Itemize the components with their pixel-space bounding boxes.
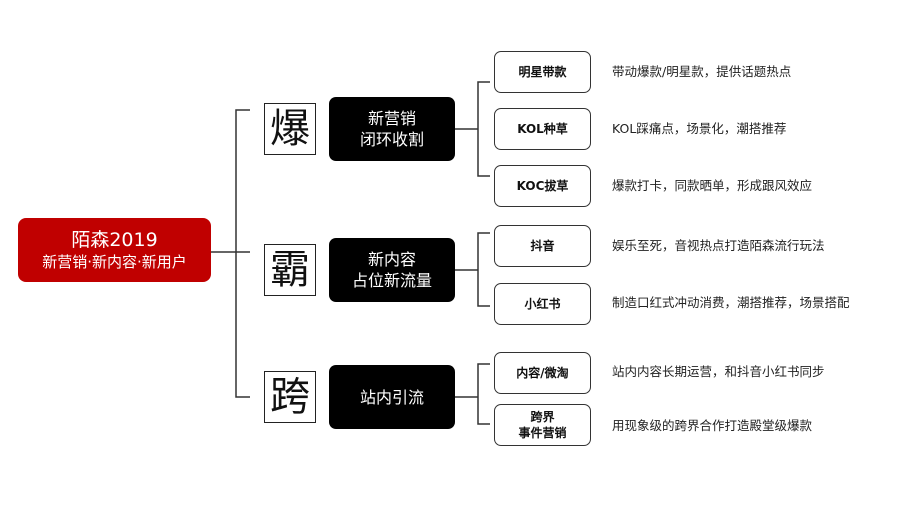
main-bracket (235, 109, 250, 398)
category-node: 新内容 占位新流量 (329, 238, 455, 302)
leaf-node: 跨界 事件营销 (494, 404, 591, 446)
leaf-label: 抖音 (530, 239, 555, 253)
category-node: 站内引流 (329, 365, 455, 429)
leaf-node: KOL种草 (494, 108, 591, 150)
leaf-label: 跨界 (530, 410, 555, 424)
root-subtitle: 新营销·新内容·新用户 (42, 253, 187, 271)
leaf-node: 明星带款 (494, 51, 591, 93)
leaf-description: KOL踩痛点，场景化，潮搭推荐 (612, 121, 787, 136)
branch-2-bracket (477, 232, 490, 307)
leaf-label: KOC拔草 (516, 179, 569, 193)
category-line: 新营销 (367, 109, 416, 128)
leaf-description: 爆款打卡，同款晒单，形成跟风效应 (612, 178, 813, 193)
char-box-kua: 跨 (264, 371, 316, 423)
leaf-description: 制造口红式冲动消费，潮搭推荐，场景搭配 (612, 295, 850, 310)
root-title: 陌森2019 (71, 229, 158, 251)
branch-3-bracket (477, 363, 490, 425)
leaf-description: 站内内容长期运营，和抖音小红书同步 (612, 364, 825, 379)
leaf-description: 娱乐至死，音视热点打造陌森流行玩法 (612, 238, 825, 253)
leaf-node: 内容/微淘 (494, 352, 591, 394)
leaf-description: 用现象级的跨界合作打造殿堂级爆款 (612, 418, 813, 433)
leaf-label: 明星带款 (518, 65, 567, 79)
leaf-description: 带动爆款/明星款，提供话题热点 (612, 64, 792, 79)
category-line: 新内容 (367, 250, 416, 269)
category-node: 新营销 闭环收割 (329, 97, 455, 161)
category-line: 占位新流量 (351, 271, 432, 290)
leaf-label: KOL种草 (517, 122, 568, 136)
category-line: 站内引流 (359, 387, 424, 407)
leaf-label: 事件营销 (518, 426, 567, 440)
leaf-node: KOC拔草 (494, 165, 591, 207)
leaf-label: 内容/微淘 (516, 366, 569, 380)
root-node: 陌森2019 新营销·新内容·新用户 (18, 218, 211, 282)
char-box-ba: 霸 (264, 244, 316, 296)
category-line: 闭环收割 (359, 130, 424, 149)
branch-1-bracket (477, 81, 490, 177)
char-box-bao: 爆 (264, 103, 316, 155)
leaf-node: 小红书 (494, 283, 591, 325)
leaf-node: 抖音 (494, 225, 591, 267)
leaf-label: 小红书 (524, 297, 561, 311)
